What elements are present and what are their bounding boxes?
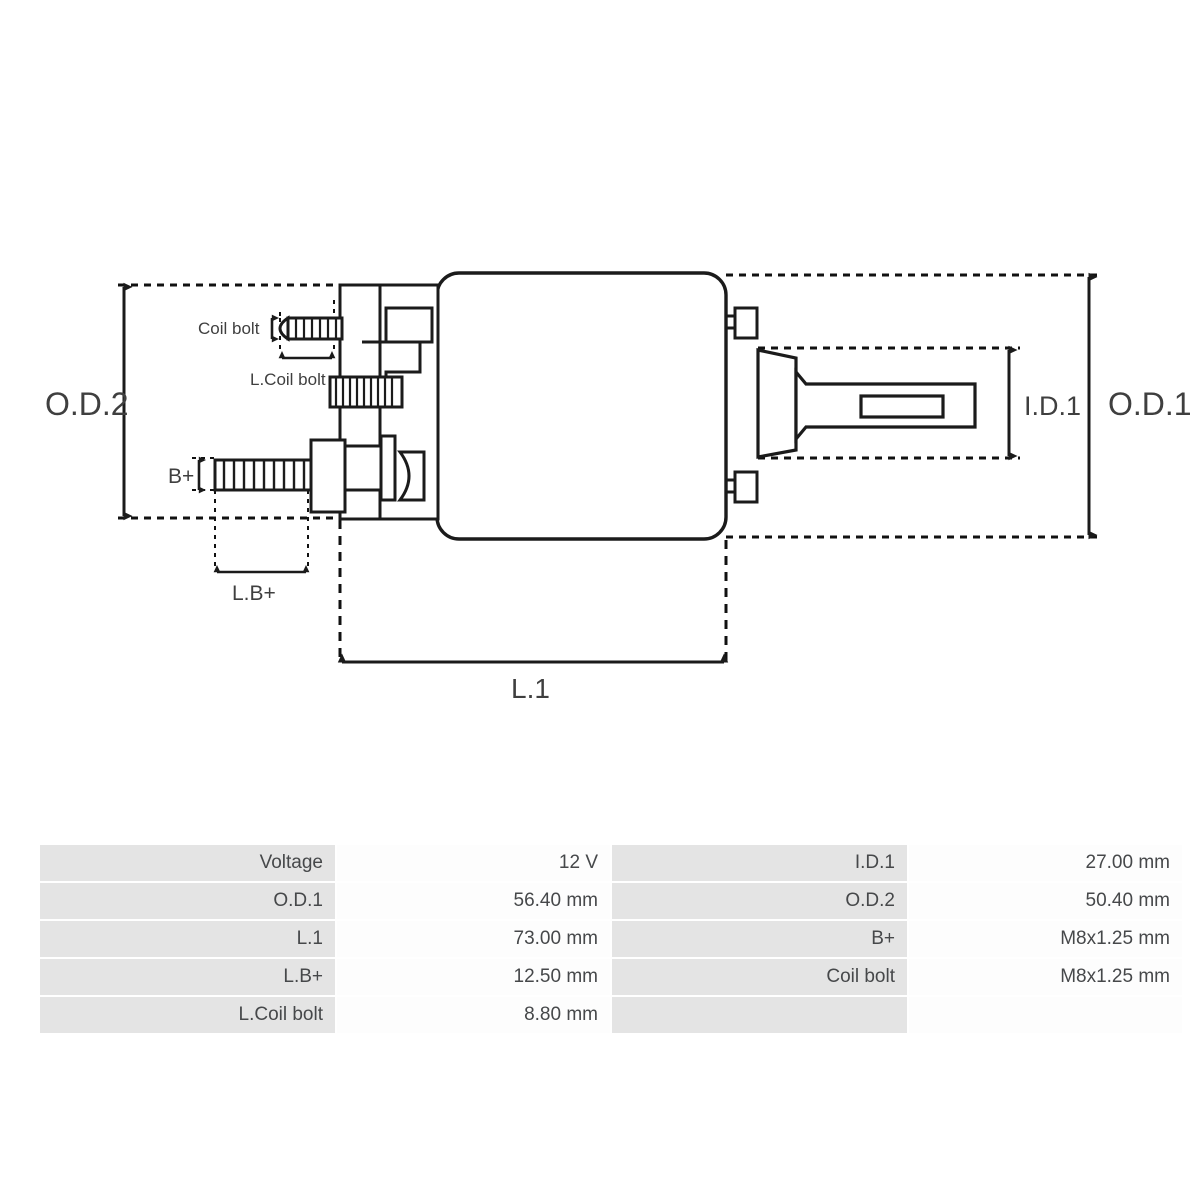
bplus-hex-nut <box>309 438 347 514</box>
spec-value: 27.00 mm <box>909 845 1182 881</box>
right-upper-stud-block <box>733 306 759 340</box>
table-row: O.D.1 56.40 mm O.D.2 50.40 mm <box>40 883 1182 919</box>
long-dashed-projection-lines <box>338 520 728 662</box>
plunger-shaft-slot <box>859 394 945 419</box>
bplus-thread-hatch <box>222 460 306 490</box>
center-collar-thread-hatch <box>334 377 394 407</box>
label-l-coil-bolt: L.Coil bolt <box>250 370 326 389</box>
specifications-table-body: Voltage 12 V I.D.1 27.00 mm O.D.1 56.40 … <box>40 845 1182 1033</box>
spec-label: L.Coil bolt <box>40 997 335 1033</box>
spec-label: O.D.2 <box>612 883 907 919</box>
coil-bolt-thread-hatch <box>294 318 338 339</box>
plunger-shaft-group <box>756 348 977 459</box>
spec-label-empty <box>612 997 907 1033</box>
label-od1: O.D.1 <box>1108 386 1192 422</box>
coil-bolt-stud-group <box>278 315 344 342</box>
spec-label: B+ <box>612 921 907 957</box>
bplus-terminal-group <box>213 434 426 514</box>
bplus-washer <box>343 444 383 492</box>
plunger-collar <box>756 348 798 459</box>
specifications-table: Voltage 12 V I.D.1 27.00 mm O.D.1 56.40 … <box>38 843 1184 1035</box>
dashed-reference-lines <box>118 273 1100 539</box>
solenoid-main-housing <box>435 271 728 541</box>
spec-value: 56.40 mm <box>337 883 610 919</box>
label-coil-bolt: Coil bolt <box>198 319 260 338</box>
label-lbplus: L.B+ <box>232 582 276 605</box>
dimension-arrows <box>122 272 1098 664</box>
spec-label: I.D.1 <box>612 845 907 881</box>
spec-value: 50.40 mm <box>909 883 1182 919</box>
label-id1: I.D.1 <box>1024 391 1081 421</box>
right-lower-stud-block <box>733 470 759 504</box>
spec-label: L.B+ <box>40 959 335 995</box>
right-terminals-group <box>726 306 759 504</box>
table-row: L.Coil bolt 8.80 mm <box>40 997 1182 1033</box>
table-row: L.1 73.00 mm B+ M8x1.25 mm <box>40 921 1182 957</box>
spec-label: Coil bolt <box>612 959 907 995</box>
label-l1: L.1 <box>511 673 550 704</box>
label-bplus: B+ <box>168 465 194 488</box>
coil-bolt-boss <box>384 306 434 344</box>
label-od2: O.D.2 <box>45 386 129 422</box>
solenoid-body-group <box>435 271 728 541</box>
bplus-seal-curve <box>397 450 426 502</box>
technical-drawing: O.D.2 O.D.1 I.D.1 L.1 L.B+ B+ Coil bolt … <box>45 271 1192 704</box>
spec-value: 8.80 mm <box>337 997 610 1033</box>
center-threaded-collar-group <box>328 375 404 409</box>
solenoid-drawing-svg: O.D.2 O.D.1 I.D.1 L.1 L.B+ B+ Coil bolt … <box>45 271 1192 704</box>
specifications-table-container: Voltage 12 V I.D.1 27.00 mm O.D.1 56.40 … <box>38 843 1182 1035</box>
coil-bolt-tip <box>278 315 290 342</box>
table-row: Voltage 12 V I.D.1 27.00 mm <box>40 845 1182 881</box>
table-row: L.B+ 12.50 mm Coil bolt M8x1.25 mm <box>40 959 1182 995</box>
spec-label: Voltage <box>40 845 335 881</box>
spec-value: 12 V <box>337 845 610 881</box>
spec-value-empty <box>909 997 1182 1033</box>
spec-value: M8x1.25 mm <box>909 921 1182 957</box>
spec-value: M8x1.25 mm <box>909 959 1182 995</box>
spec-value: 12.50 mm <box>337 959 610 995</box>
spec-label: O.D.1 <box>40 883 335 919</box>
bplus-insulator-plate <box>379 434 397 502</box>
spec-label: L.1 <box>40 921 335 957</box>
spec-value: 73.00 mm <box>337 921 610 957</box>
